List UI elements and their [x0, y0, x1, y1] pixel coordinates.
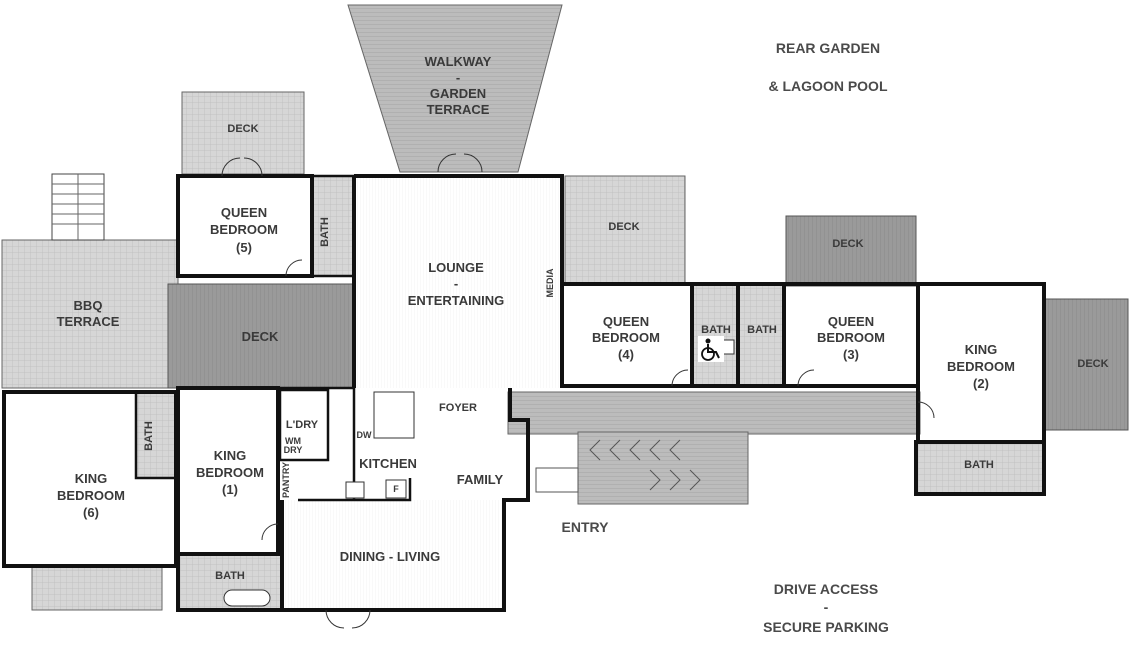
walkway-label-4: TERRACE [427, 102, 490, 117]
wall-kitchen [276, 386, 412, 502]
queen5-label-2: BEDROOM [210, 222, 278, 237]
bath5-floor [312, 176, 354, 276]
queen3-label-3: (3) [843, 347, 859, 362]
fridge-label: F [393, 484, 399, 494]
deck-mid-right-label: DECK [608, 221, 639, 233]
bbq-label-2: TERRACE [57, 314, 120, 329]
bath3-floor [740, 286, 784, 386]
deck-right-label: DECK [832, 238, 863, 250]
queen5-label-3: (5) [236, 240, 252, 255]
king6-label-3: (6) [83, 505, 99, 520]
family-label: FAMILY [457, 472, 504, 487]
deck-right [785, 215, 917, 287]
dry-label: DRY [284, 445, 303, 455]
bbq-label-1: BBQ [74, 298, 103, 313]
bath3-label: BATH [747, 324, 777, 336]
lounge-label-3: ENTERTAINING [408, 293, 505, 308]
laundry-label: L'DRY [286, 419, 319, 431]
queen3-label-2: BEDROOM [817, 330, 885, 345]
kitchen-island [373, 391, 415, 439]
entry-label: ENTRY [562, 519, 610, 535]
rear-garden-label-2: & LAGOON POOL [769, 78, 888, 94]
deck-top-left-label: DECK [227, 123, 258, 135]
bath6-label: BATH [143, 421, 155, 451]
bbq-stair-treads [52, 174, 104, 240]
bath2-floor [916, 442, 1044, 494]
walkway-label-1: WALKWAY [425, 54, 492, 69]
door-swing-king1 [261, 523, 279, 541]
wall-family [280, 388, 530, 612]
king2-label-1: KING [965, 342, 998, 357]
drive-label-1: DRIVE ACCESS [774, 581, 879, 597]
queen4-label-1: QUEEN [603, 314, 649, 329]
queen4-label-2: BEDROOM [592, 330, 660, 345]
entry-walkway [507, 391, 921, 435]
lounge-label-1: LOUNGE [428, 260, 484, 275]
deck-center-label: DECK [242, 329, 279, 344]
drive-label-3: SECURE PARKING [763, 619, 889, 635]
bath1-label: BATH [215, 570, 245, 582]
king6-label-1: KING [75, 471, 108, 486]
queen5-label-1: QUEEN [221, 205, 267, 220]
king1-label-3: (1) [222, 482, 238, 497]
deck-far-right-label: DECK [1077, 358, 1108, 370]
king1-label-1: KING [214, 448, 247, 463]
fridge-box [385, 479, 407, 499]
wm-label: WM [285, 436, 301, 446]
king2-label-3: (2) [973, 376, 989, 391]
queen3-label-1: QUEEN [828, 314, 874, 329]
ramp-chevrons [589, 439, 701, 491]
deck-bottom-left [31, 565, 163, 611]
french-doors-deck-top [221, 157, 263, 177]
entry-steps [535, 467, 579, 493]
wheelchair-icon [698, 336, 724, 362]
wall-bath1 [176, 552, 284, 612]
lounge-label-2: - [454, 276, 458, 291]
pantry-label: PANTRY [281, 462, 291, 498]
lounge-floor [354, 176, 562, 388]
rear-garden-label-1: REAR GARDEN [776, 40, 880, 56]
bath2-label: BATH [964, 459, 994, 471]
wall-laundry [278, 388, 330, 462]
dining-label: DINING - LIVING [340, 549, 440, 564]
french-doors-walkway [437, 153, 483, 173]
kitchen-label: KITCHEN [359, 456, 417, 471]
stove [345, 481, 365, 499]
walkway-label-3: GARDEN [430, 86, 486, 101]
king1-label-2: BEDROOM [196, 465, 264, 480]
dw-label: DW [357, 430, 372, 440]
media-label: MEDIA [545, 268, 555, 298]
king6-label-2: BEDROOM [57, 488, 125, 503]
foyer-label: FOYER [439, 402, 477, 414]
walkway-label-2: - [456, 70, 460, 85]
door-swing-queen3 [797, 369, 815, 387]
bbq-terrace [1, 239, 179, 389]
deck-top-left [181, 91, 305, 175]
bath5-label: BATH [319, 217, 331, 247]
entry-ramp [577, 431, 749, 505]
walkway-garden-terrace [347, 4, 563, 173]
door-swing-queen4 [671, 369, 689, 387]
door-swing-king2 [917, 401, 935, 419]
drive-label-2: - [824, 599, 829, 615]
bathtub [223, 589, 271, 607]
bath-accessible-label: BATH [701, 324, 731, 336]
dining-floor [282, 500, 504, 610]
bath6-floor [136, 392, 176, 478]
wall-bath2 [914, 440, 1046, 496]
king2-label-2: BEDROOM [947, 359, 1015, 374]
french-doors-dining [325, 609, 371, 629]
door-swing-queen5 [285, 259, 303, 277]
deck-far-right [1042, 298, 1129, 431]
queen4-label-3: (4) [618, 347, 634, 362]
